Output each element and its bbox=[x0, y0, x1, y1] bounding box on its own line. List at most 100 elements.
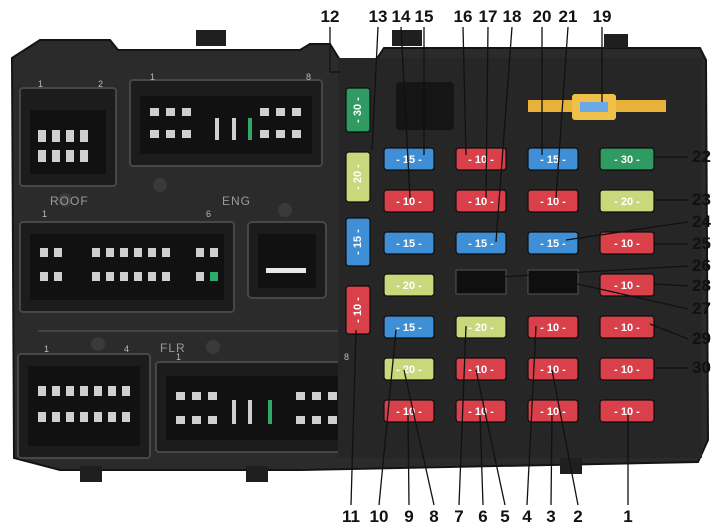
callout-27: 27 bbox=[692, 299, 711, 318]
pin-number: 6 bbox=[206, 209, 211, 219]
pin-number: 1 bbox=[150, 72, 155, 82]
mounting-hole bbox=[91, 337, 105, 351]
callout-19: 19 bbox=[592, 7, 612, 26]
callout-5: 5 bbox=[500, 507, 510, 526]
fuse-29: - 10 - bbox=[599, 315, 655, 339]
fuse-25: - 10 - bbox=[599, 231, 655, 255]
fuse-rating: - 10 - bbox=[468, 154, 494, 166]
fuse-rating: - 15 - bbox=[396, 238, 422, 250]
callout-14: 14 bbox=[391, 7, 411, 26]
bottom-foot bbox=[246, 466, 268, 482]
leader-line bbox=[485, 26, 489, 199]
eng-label: ENG bbox=[222, 194, 251, 208]
callout-20: 20 bbox=[532, 7, 552, 26]
fuse-rating: - 20 - bbox=[396, 364, 422, 376]
bottom-foot bbox=[80, 466, 102, 482]
callout-7: 7 bbox=[454, 507, 464, 526]
fuse-rating: - 15 - bbox=[468, 238, 494, 250]
fuse-16: - 10 - bbox=[455, 147, 507, 171]
callout-13: 13 bbox=[368, 7, 388, 26]
flr-right-connector bbox=[155, 361, 365, 453]
fuse-panel bbox=[338, 58, 702, 458]
fuse-rating: - 10 - bbox=[540, 322, 566, 334]
callout-22: 22 bbox=[692, 147, 711, 166]
leader-line bbox=[458, 325, 467, 506]
callout-24: 24 bbox=[692, 212, 711, 231]
fuse-rating: - 10 - bbox=[352, 297, 364, 323]
callout-6: 6 bbox=[478, 507, 488, 526]
fuse-rating: - 10 - bbox=[540, 406, 566, 418]
callout-lines bbox=[329, 26, 689, 506]
leader-line bbox=[559, 279, 689, 310]
fuse-17: - 10 - bbox=[455, 189, 507, 213]
callout-10: 10 bbox=[369, 507, 389, 526]
fuse-1: - 10 - bbox=[599, 399, 655, 423]
fuse-rating: - 10 - bbox=[396, 406, 422, 418]
fuse-15: - 15 - bbox=[383, 231, 435, 255]
fuse-rating: - 10 - bbox=[396, 196, 422, 208]
fuse-rating: - 10 - bbox=[614, 322, 640, 334]
mounting-hole bbox=[153, 178, 167, 192]
fuse-15b: - 15 - bbox=[345, 217, 371, 267]
fuse-8: - 20 - bbox=[383, 357, 435, 381]
pin-number: 2 bbox=[98, 79, 103, 89]
eng-connector bbox=[129, 79, 323, 167]
mounting-hole bbox=[58, 193, 72, 207]
fuse-rating: - 15 - bbox=[396, 154, 422, 166]
flr-left-connector bbox=[17, 353, 151, 459]
fuse-rating: - 20 - bbox=[468, 322, 494, 334]
fuse-11: - 10 - bbox=[345, 285, 371, 335]
pin-number: 8 bbox=[344, 352, 349, 362]
leader-line bbox=[378, 329, 397, 506]
fuse-rating: - 10 - bbox=[614, 238, 640, 250]
fuse-rating: - 10 - bbox=[468, 364, 494, 376]
callout-12: 12 bbox=[320, 7, 340, 26]
fuse-rating: - 15 - bbox=[540, 238, 566, 250]
fuse-13: - 20 - bbox=[383, 273, 435, 297]
square-connector bbox=[247, 221, 327, 299]
fuse-rating: - 20 - bbox=[614, 196, 640, 208]
callout-30: 30 bbox=[692, 358, 711, 377]
fuse-rating: - 15 - bbox=[540, 154, 566, 166]
fuse-12: - 30 - bbox=[345, 87, 371, 133]
fuse-23: - 20 - bbox=[599, 189, 655, 213]
fuse-24: - 15 - bbox=[527, 231, 579, 255]
leader-line bbox=[371, 26, 379, 151]
leader-line bbox=[526, 325, 537, 506]
fuse-30: - 10 - bbox=[599, 357, 655, 381]
fuse-18: - 15 - bbox=[455, 231, 507, 255]
leader-line bbox=[481, 265, 689, 279]
callout-18: 18 bbox=[502, 7, 522, 26]
callout-11: 11 bbox=[342, 507, 360, 526]
callout-2: 2 bbox=[573, 507, 583, 526]
callout-8: 8 bbox=[429, 507, 439, 526]
fuse-21: - 10 - bbox=[527, 189, 579, 213]
fuse-2: - 10 - bbox=[527, 357, 579, 381]
fuse-rating: - 10 - bbox=[468, 196, 494, 208]
pin-number: 1 bbox=[176, 352, 181, 362]
callout-15: 15 bbox=[414, 7, 434, 26]
callout-28: 28 bbox=[692, 276, 711, 295]
callout-16: 16 bbox=[453, 7, 473, 26]
callout-29: 29 bbox=[692, 329, 711, 348]
roof-connector bbox=[19, 87, 117, 187]
fuse-3: - 10 - bbox=[527, 399, 579, 423]
leader-line bbox=[475, 369, 506, 506]
fuse-rating: - 10 - bbox=[614, 406, 640, 418]
fuse-rating: - 20 - bbox=[396, 280, 422, 292]
leader-line bbox=[462, 26, 467, 156]
mounting-hole bbox=[206, 340, 220, 354]
empty-fuse-slot bbox=[455, 269, 507, 295]
callout-23: 23 bbox=[692, 190, 711, 209]
fuse-rating: - 10 - bbox=[468, 406, 494, 418]
leader-line bbox=[551, 369, 579, 506]
fuse-rating: - 15 - bbox=[352, 229, 364, 255]
fuse-4: - 10 - bbox=[527, 315, 579, 339]
callout-21: 21 bbox=[558, 7, 578, 26]
fuse-9: - 10 - bbox=[383, 399, 435, 423]
leader-line bbox=[565, 221, 689, 241]
leader-line bbox=[479, 414, 484, 506]
callout-4: 4 bbox=[522, 507, 532, 526]
leader-line bbox=[407, 414, 410, 506]
